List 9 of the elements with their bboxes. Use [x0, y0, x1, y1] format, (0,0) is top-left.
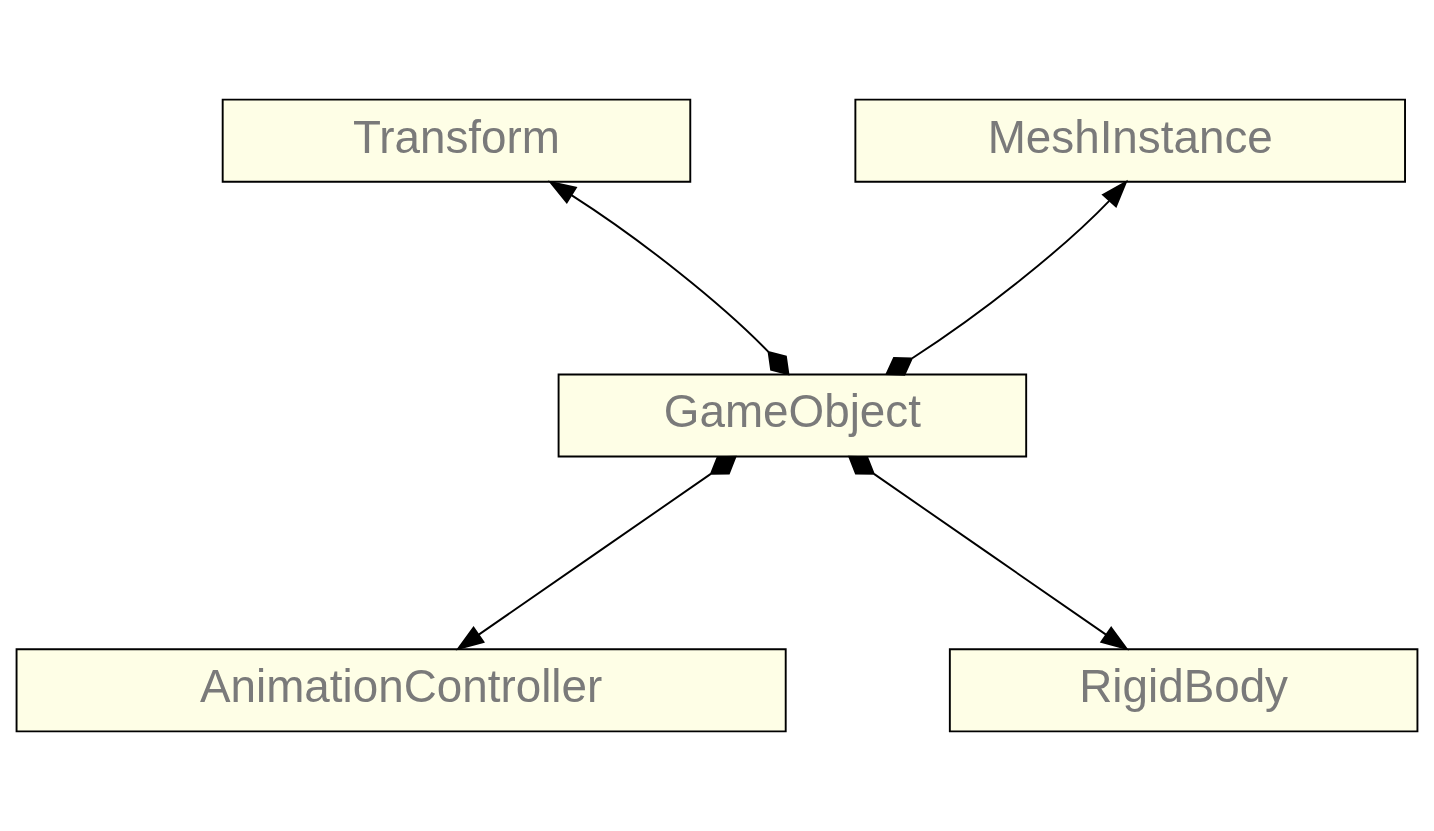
node-box: GameObject [557, 373, 1028, 458]
arrow [847, 455, 1130, 651]
arrow [547, 180, 790, 376]
node-box: Transform [221, 98, 692, 183]
node-box: MeshInstance [854, 98, 1406, 183]
arrow [455, 455, 737, 651]
node-box: RigidBody [948, 648, 1419, 733]
node-box: AnimationController [15, 648, 787, 733]
arrow [885, 179, 1128, 376]
